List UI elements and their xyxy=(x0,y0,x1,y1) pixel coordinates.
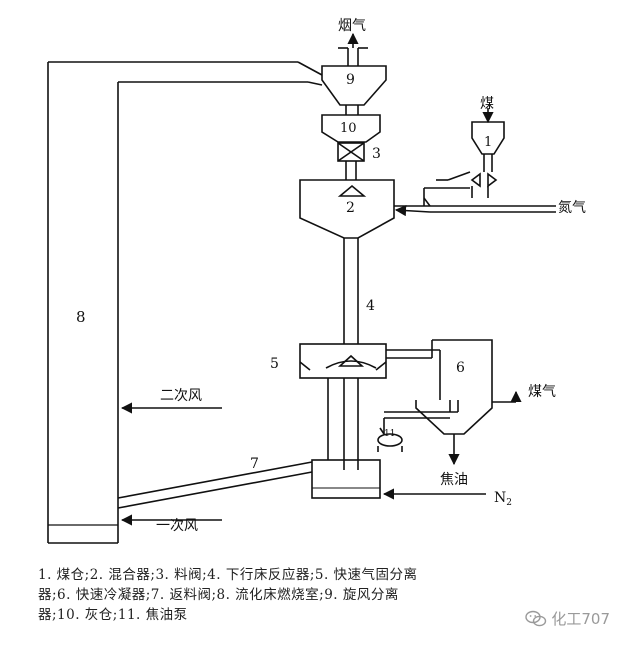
ash-hopper xyxy=(321,114,381,143)
gas-solid-separator xyxy=(299,343,387,470)
caption-line: 器;6. 快速冷凝器;7. 返料阀;8. 流化床燃烧室;9. 旋风分离 xyxy=(38,587,399,603)
watermark: 化工707 xyxy=(525,608,610,629)
combustor-column xyxy=(47,61,308,544)
caption-line: 1. 煤仓;2. 混合器;3. 料阀;4. 下行床反应器;5. 快速气固分离 xyxy=(38,567,418,583)
label-4: 4 xyxy=(366,298,375,314)
process-diagram: 烟气 9 10 3 2 4 5 6 7 8 1 11 煤 氮气 二次风 一次风 … xyxy=(47,18,586,544)
caption-line: 器;10. 灰仓;11. 焦油泵 xyxy=(38,607,188,623)
label-secondary-air: 二次风 xyxy=(160,388,202,404)
label-2: 2 xyxy=(346,200,355,216)
label-10: 10 xyxy=(340,121,357,136)
fast-condenser xyxy=(384,339,522,466)
watermark-text: 化工707 xyxy=(551,610,610,628)
label-6: 6 xyxy=(456,360,465,376)
nitrogen-line xyxy=(394,205,556,217)
cyclone-separator xyxy=(297,47,387,115)
valve-3 xyxy=(337,142,365,180)
label-n2: N2 xyxy=(494,490,512,508)
label-11: 11 xyxy=(384,429,395,439)
wechat-icon xyxy=(525,610,547,626)
return-pipe xyxy=(117,461,313,509)
downer-reactor xyxy=(343,238,359,344)
tar-pump xyxy=(377,418,403,452)
figure-caption: 1. 煤仓;2. 混合器;3. 料阀;4. 下行床反应器;5. 快速气固分离 器… xyxy=(38,565,598,625)
label-9: 9 xyxy=(346,72,355,88)
label-tar: 焦油 xyxy=(440,472,468,488)
label-primary-air: 一次风 xyxy=(156,518,198,534)
label-nitrogen: 氮气 xyxy=(558,200,586,216)
label-7: 7 xyxy=(250,456,259,472)
label-1: 1 xyxy=(484,135,492,150)
label-gas-out: 煤气 xyxy=(528,384,556,400)
label-flue-gas: 烟气 xyxy=(338,18,366,34)
label-coal: 煤 xyxy=(480,96,494,112)
label-8: 8 xyxy=(76,308,86,326)
label-3: 3 xyxy=(372,146,381,162)
label-5: 5 xyxy=(270,356,279,372)
bottom-vessel xyxy=(311,459,381,499)
coal-bin xyxy=(423,108,505,207)
